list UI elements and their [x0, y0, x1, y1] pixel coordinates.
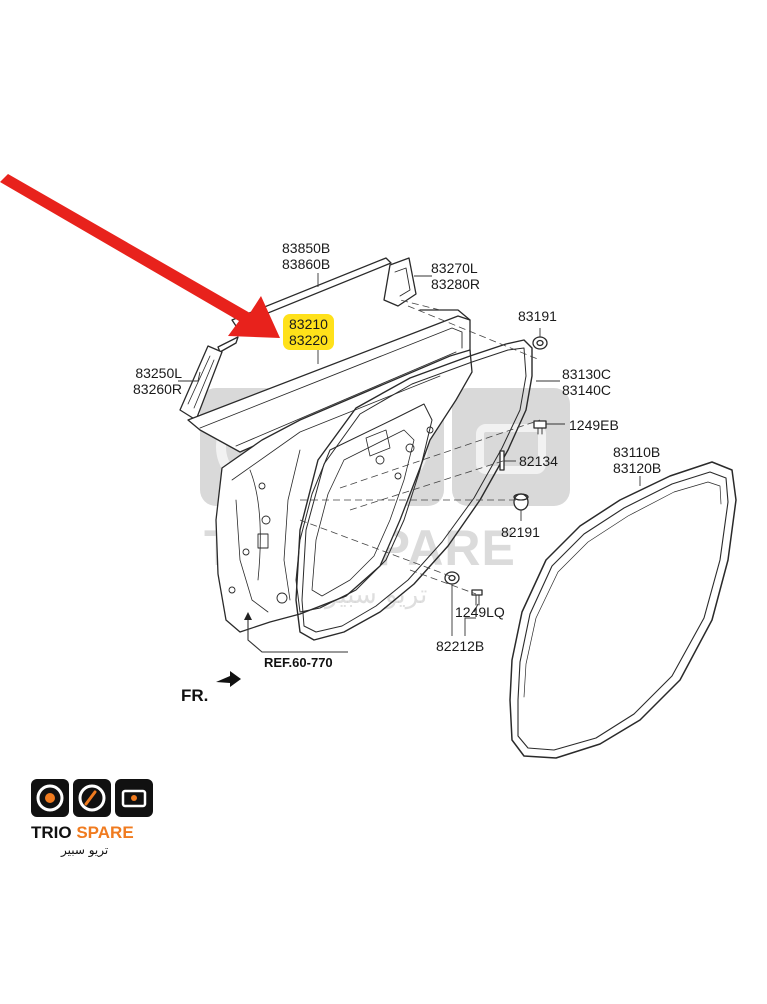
part-label-1249eb: 1249EB: [569, 417, 619, 433]
part-number: 1249EB: [569, 417, 619, 433]
part-number: 1249LQ: [455, 604, 505, 620]
part-number: 83270L: [431, 260, 478, 276]
part-number: 83120B: [613, 460, 662, 476]
part-number: 83220: [289, 332, 328, 348]
part-label-83110b: 83110B 83120B: [613, 444, 661, 476]
part-number: 82212B: [436, 638, 485, 654]
part-label-83210-highlighted: 83210 83220: [283, 314, 334, 350]
part-label-83130c: 83130C 83140C: [562, 366, 611, 398]
part-label-83250l: 83250L 83260R: [133, 365, 182, 397]
part-number: 83280R: [431, 276, 481, 292]
part-number: 83110B: [613, 444, 661, 460]
part-label-83191: 83191: [518, 308, 557, 324]
part-label-82191: 82191: [501, 524, 540, 540]
front-direction-label: FR.: [181, 686, 209, 705]
part-number: 82191: [501, 524, 540, 540]
part-number: 83210: [289, 316, 328, 332]
part-number: 83140C: [562, 382, 612, 398]
part-number: 83860B: [282, 256, 331, 272]
logo-arabic: تريو سبير: [61, 843, 109, 857]
part-label-83850b: 83850B 83860B: [282, 240, 330, 272]
logo-name-accent: SPARE: [76, 823, 134, 842]
part-number: 83130C: [562, 366, 612, 382]
ref-label: REF.60-770: [264, 655, 333, 670]
part-label-83270l: 83270L 83280R: [431, 260, 480, 292]
part-number: 83260R: [133, 381, 183, 397]
part-label-82212b: 82212B: [436, 638, 484, 654]
part-label-82134: 82134: [519, 453, 558, 469]
part-number: 83850B: [282, 240, 331, 256]
part-number: 83191: [518, 308, 557, 324]
trio-spare-logo-icon: [31, 779, 153, 817]
logo-name-part: TRIO: [31, 823, 77, 842]
part-number: 82134: [519, 453, 558, 469]
part-label-1249lq: 1249LQ: [455, 604, 505, 620]
logo-name: TRIO SPARE: [31, 823, 134, 843]
part-number: 83250L: [135, 365, 183, 381]
